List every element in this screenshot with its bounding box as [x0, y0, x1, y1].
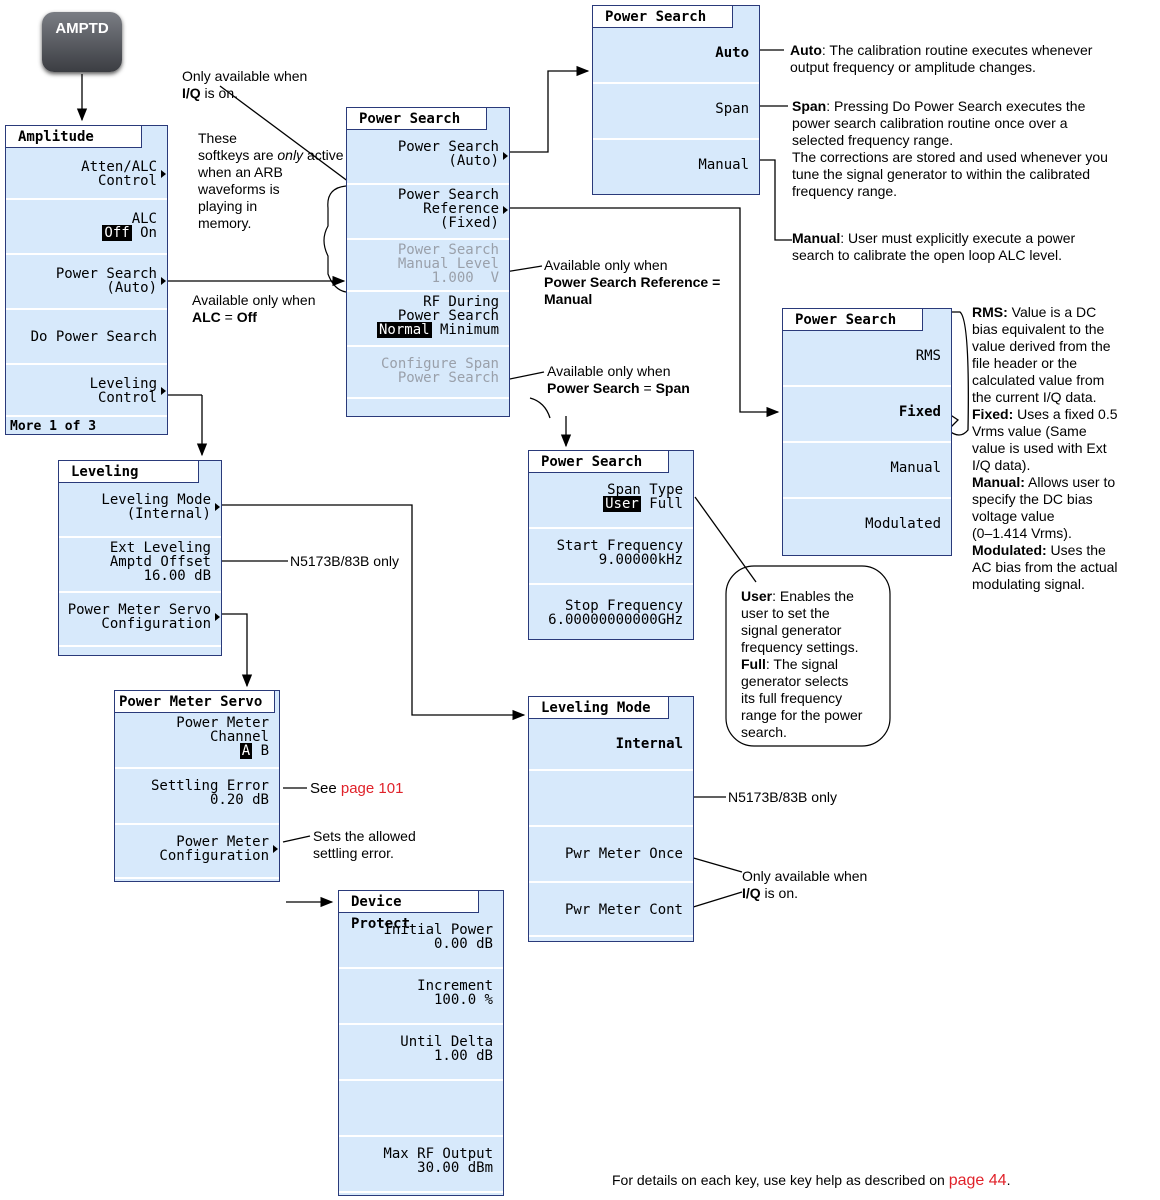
atten-alc-control-softkey[interactable]: Atten/ALC Control — [6, 148, 167, 200]
footer-note: For details on each key, use key help as… — [612, 1172, 1011, 1189]
note-n5173-1: N5173B/83B only — [290, 553, 399, 569]
submenu-arrow-icon — [161, 277, 166, 285]
page-44-link[interactable]: page 44 — [948, 1172, 1007, 1189]
note-manual-mode: Manual: User must explicitly execute a p… — [792, 230, 1076, 263]
leveling-mode-softkey[interactable]: Leveling Mode (Internal) — [59, 483, 221, 538]
rms-softkey[interactable]: RMS — [783, 331, 951, 387]
alc-off-option: Off — [102, 225, 132, 241]
power-meter-channel-softkey[interactable]: Power Meter Channel A B — [115, 713, 279, 769]
amptd-hardkey[interactable]: AMPTD — [42, 12, 122, 72]
alc-softkey[interactable]: ALC Off On — [6, 200, 167, 255]
power-search-mode-menu: Power Search Auto Span Manual — [592, 5, 760, 195]
alc-on-option: On — [131, 225, 157, 241]
note-softkeys-arb: These softkeys are only active when an A… — [198, 130, 344, 231]
leveling-title: Leveling — [59, 461, 199, 483]
modulated-softkey[interactable]: Modulated — [865, 516, 941, 532]
note-n5173-2: N5173B/83B only — [728, 789, 837, 805]
submenu-arrow-icon — [503, 206, 508, 214]
auto-softkey[interactable]: Auto — [593, 28, 759, 84]
amplitude-menu-title: Amplitude — [6, 126, 142, 148]
ext-leveling-offset-softkey[interactable]: Ext Leveling Amptd Offset 16.00 dB — [59, 538, 221, 593]
increment-softkey[interactable]: Increment 100.0 % — [339, 969, 503, 1025]
channel-a-option: A — [239, 743, 253, 759]
power-search-menu-title: Power Search — [347, 108, 487, 130]
note-reference-options: RMS: Value is a DC bias equivalent to th… — [972, 304, 1118, 592]
power-search-menu: Power Search Power Search (Auto) Power S… — [346, 107, 510, 417]
submenu-arrow-icon — [161, 387, 166, 395]
fixed-softkey[interactable]: Fixed — [783, 387, 951, 443]
amptd-hardkey-label: AMPTD — [55, 20, 109, 37]
power-meter-configuration-softkey[interactable]: Power Meter Configuration — [115, 825, 279, 879]
note-span-mode: Span: Pressing Do Power Search executes … — [792, 98, 1108, 199]
amplitude-menu: Amplitude Atten/ALC Control ALC Off On P… — [5, 125, 168, 435]
submenu-arrow-icon — [503, 152, 508, 160]
blank-softkey-2[interactable] — [339, 1081, 503, 1137]
note-span-type: User: Enables the user to set the signal… — [741, 588, 863, 740]
submenu-arrow-icon — [273, 845, 278, 853]
pwr-meter-cont-softkey[interactable]: Pwr Meter Cont — [529, 883, 693, 937]
rf-during-power-search-softkey[interactable]: RF During Power Search Normal Minimum — [347, 292, 509, 347]
power-search-reference-menu: Power Search RMS Fixed Manual Modulated — [782, 308, 952, 556]
page-101-link[interactable]: page 101 — [340, 780, 404, 797]
more-page-indicator[interactable]: More 1 of 3 — [10, 419, 97, 434]
initial-power-softkey[interactable]: Initial Power 0.00 dB — [339, 913, 503, 969]
max-rf-output-softkey[interactable]: Max RF Output 30.00 dBm — [339, 1137, 503, 1193]
internal-softkey[interactable]: Internal — [529, 719, 693, 771]
submenu-arrow-icon — [161, 170, 166, 178]
pwr-meter-once-softkey[interactable]: Pwr Meter Once — [529, 827, 693, 883]
manual-reference-softkey[interactable]: Manual — [783, 443, 951, 499]
device-protect-menu: Device Protect Initial Power 0.00 dB Inc… — [338, 890, 504, 1196]
power-search-mode-softkey[interactable]: Power Search (Auto) — [347, 130, 509, 185]
alc-label: ALC — [131, 211, 157, 227]
full-option: Full — [640, 496, 683, 512]
leveling-control-softkey[interactable]: Leveling Control — [6, 365, 167, 417]
submenu-arrow-icon — [215, 613, 220, 621]
span-softkey[interactable]: Span — [593, 84, 759, 140]
power-meter-servo-menu: Power Meter Servo Power Meter Channel A … — [114, 690, 280, 882]
until-delta-softkey[interactable]: Until Delta 1.00 dB — [339, 1025, 503, 1081]
power-search-mode-title: Power Search — [593, 6, 733, 28]
leveling-mode-title: Leveling Mode — [529, 697, 669, 719]
leveling-mode-menu: Leveling Mode Internal Pwr Meter Once Pw… — [528, 696, 694, 942]
device-protect-title: Device Protect — [339, 891, 479, 932]
power-search-manual-level-softkey[interactable]: Power Search Manual Level 1.000 V — [347, 240, 509, 292]
note-auto: Auto: The calibration routine executes w… — [790, 42, 1093, 75]
submenu-arrow-icon — [215, 503, 220, 511]
power-meter-servo-softkey[interactable]: Power Meter Servo Configuration — [59, 593, 221, 647]
span-type-softkey[interactable]: Span Type User Full — [529, 473, 693, 529]
normal-option: Normal — [376, 322, 432, 338]
stop-frequency-softkey[interactable]: Stop Frequency 6.00000000000GHz — [548, 598, 683, 628]
power-search-softkey[interactable]: Power Search (Auto) — [6, 255, 167, 310]
settling-error-softkey[interactable]: Settling Error 0.20 dB — [115, 769, 279, 825]
power-search-span-menu: Power Search Span Type User Full Start F… — [528, 450, 694, 640]
user-option: User — [603, 496, 641, 512]
power-search-reference-softkey[interactable]: Power Search Reference (Fixed) — [347, 185, 509, 240]
manual-softkey[interactable]: Manual — [698, 157, 749, 173]
do-power-search-softkey[interactable]: Do Power Search — [6, 310, 167, 365]
channel-b-option: B — [252, 743, 269, 759]
configure-span-softkey[interactable]: Configure Span Power Search — [347, 347, 509, 399]
note-see-page: See page 101 — [310, 780, 404, 797]
leveling-menu: Leveling Leveling Mode (Internal) Ext Le… — [58, 460, 222, 656]
power-search-reference-title: Power Search — [783, 309, 923, 331]
start-frequency-softkey[interactable]: Start Frequency 9.00000kHz — [529, 529, 693, 585]
note-settling: Sets the allowed settling error. — [313, 828, 416, 861]
blank-softkey[interactable] — [529, 771, 693, 827]
power-meter-servo-title: Power Meter Servo — [115, 691, 275, 713]
power-search-span-title: Power Search — [529, 451, 669, 473]
minimum-option: Minimum — [431, 322, 499, 338]
